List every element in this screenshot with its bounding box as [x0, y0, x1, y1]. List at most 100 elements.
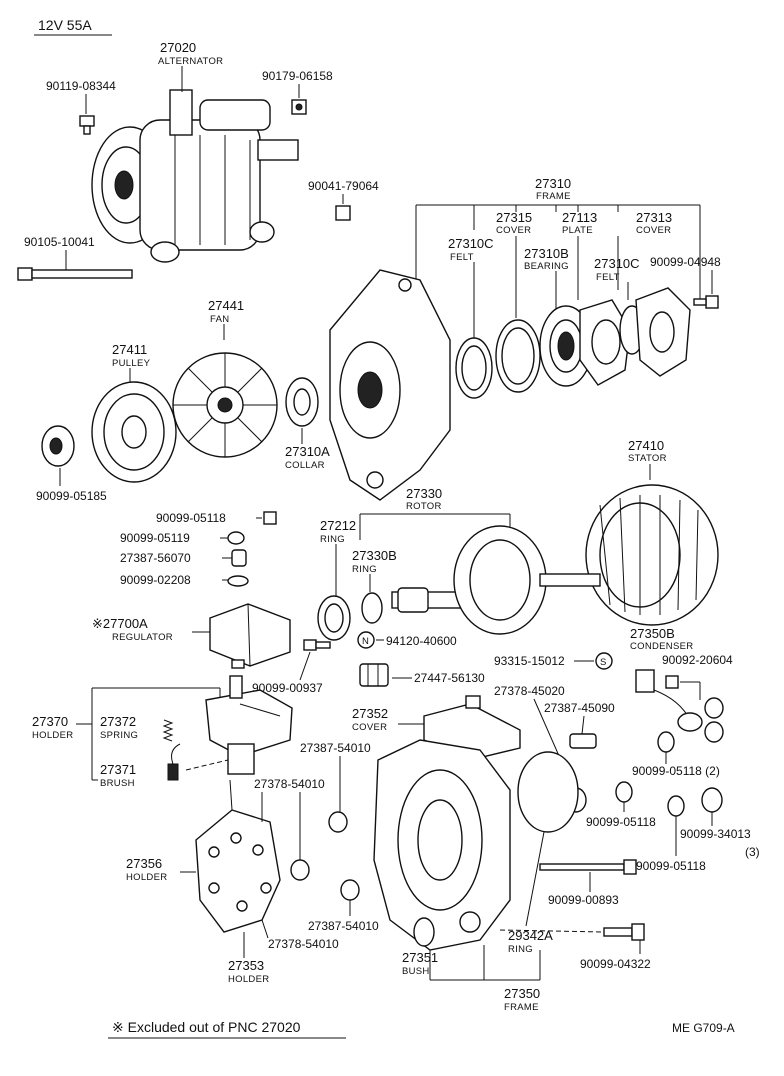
part-name-frame-27350: FRAME: [504, 1002, 539, 1013]
bush-27378-54010-a-icon: [290, 859, 310, 881]
part-number-27378-54010-b: 27378-54010: [268, 937, 339, 951]
insulator-27387-54010-b-icon: [340, 879, 360, 901]
part-number-27310a: 27310A: [285, 444, 330, 459]
part-number-90099-05118-c: 90099-05118: [586, 815, 656, 829]
part-number-27372: 27372: [100, 714, 136, 729]
part-name-ring-29342a: RING: [508, 944, 533, 955]
frame-27350-illustration: [373, 739, 511, 951]
part-number-90105-10041: 90105-10041: [24, 235, 95, 249]
badge-n-label: N: [362, 636, 369, 647]
insulator-27387-56070-icon: [231, 549, 247, 567]
part-name-regulator: REGULATOR: [112, 632, 173, 643]
part-number-90099-04948: 90099-04948: [650, 255, 721, 269]
holder-27370-illustration: [205, 675, 293, 775]
part-number-27370: 27370: [32, 714, 68, 729]
stator-27410-illustration: [585, 484, 719, 626]
screw-90099-00937-icon: [303, 639, 331, 651]
diagram-code: ME G709-A: [672, 1021, 735, 1035]
part-number-27351: 27351: [402, 950, 438, 965]
nut-90099-05118-a-icon: [263, 511, 277, 525]
bearing-27310b-icon: [539, 305, 593, 387]
part-number-27447-56130: 27447-56130: [414, 671, 485, 685]
part-number-27310c-felt-a: 27310C: [448, 236, 494, 251]
part-name-bush: BUSH: [402, 966, 430, 977]
part-name-holder-27370: HOLDER: [32, 730, 73, 741]
alternator-illustration: [91, 89, 299, 263]
part-number-27330: 27330: [406, 486, 442, 501]
part-number-27387-45090: 27387-45090: [544, 701, 615, 715]
regulator-27700a-illustration: [209, 603, 291, 669]
badge-s-icon: [595, 652, 613, 670]
part-name-condenser: CONDENSER: [630, 641, 693, 652]
brush-27371-icon: [167, 743, 181, 781]
badge-n-icon: [357, 631, 375, 649]
part-name-alternator: ALTERNATOR: [158, 56, 223, 67]
part-number-90099-05118-d: 90099-05118: [636, 859, 706, 873]
part-name-felt-a: FELT: [450, 252, 474, 263]
clip-27447-icon: [359, 663, 389, 687]
ring-29342a-icon: [517, 751, 579, 833]
part-number-27353: 27353: [228, 958, 264, 973]
part-number-27113: 27113: [562, 210, 597, 225]
ring-27212-icon: [317, 595, 351, 641]
part-number-90099-02208: 90099-02208: [120, 573, 191, 587]
part-name-cover-27313: COVER: [636, 225, 671, 236]
part-number-90041-79064: 90041-79064: [308, 179, 379, 193]
felt-ring-a-icon: [455, 337, 493, 399]
part-number-27411: 27411: [112, 342, 147, 357]
nut-90099-05118-c-icon: [615, 781, 633, 803]
part-number-93315-15012: 93315-15012: [494, 654, 565, 668]
part-name-bearing: BEARING: [524, 261, 569, 272]
part-number-90099-05118-a: 90099-05118: [156, 511, 226, 525]
part-number-90099-04322: 90099-04322: [580, 957, 651, 971]
part-name-felt-b: FELT: [596, 272, 620, 283]
part-number-27313: 27313: [636, 210, 672, 225]
footnote: ※ Excluded out of PNC 27020: [112, 1019, 301, 1035]
screw-90099-04948-icon: [693, 295, 719, 309]
cover-27315-icon: [495, 319, 541, 393]
part-number-27310: 27310: [535, 176, 571, 191]
nut-90099-05118-b-icon: [657, 731, 675, 753]
part-name-cover-27352: COVER: [352, 722, 387, 733]
part-name-rotor: ROTOR: [406, 501, 442, 512]
part-number-27441: 27441: [208, 298, 244, 313]
part-number-90099-00937: 90099-00937: [252, 681, 323, 695]
part-name-collar: COLLAR: [285, 460, 325, 471]
part-number-27020: 27020: [160, 40, 196, 55]
ring-27330b-icon: [361, 592, 383, 624]
nut-90041-icon: [335, 205, 351, 221]
part-number-27387-56070: 27387-56070: [120, 551, 191, 565]
part-number-27350b: 27350B: [630, 626, 675, 641]
bolt-90099-00893-icon: [539, 859, 637, 875]
part-number-90099-05118-b: 90099-05118 (2): [632, 764, 720, 778]
part-number-27410: 27410: [628, 438, 664, 453]
part-qty-90099-34013: (3): [745, 845, 760, 859]
part-number-27330b: 27330B: [352, 548, 397, 563]
part-number-90099-05185: 90099-05185: [36, 489, 107, 503]
part-number-27378-54010-a: 27378-54010: [254, 777, 325, 791]
insulator-27387-45090-icon: [569, 733, 597, 749]
part-number-90119-08344: 90119-08344: [46, 79, 116, 93]
fan-27441-illustration: [172, 352, 278, 458]
part-number-27352: 27352: [352, 706, 388, 721]
part-number-90092-20604: 90092-20604: [662, 653, 733, 667]
insulator-27387-54010-a-icon: [328, 811, 348, 833]
part-name-holder-27353: HOLDER: [228, 974, 269, 985]
part-number-27212: 27212: [320, 518, 356, 533]
part-number-94120-40600: 94120-40600: [386, 634, 457, 648]
nut-90092-icon: [665, 675, 679, 689]
part-number-90099-00893: 90099-00893: [548, 893, 619, 907]
part-number-29342a: 29342A: [508, 928, 553, 943]
pulley-27411-illustration: [91, 381, 177, 483]
part-name-brush: BRUSH: [100, 778, 135, 789]
part-number-27350: 27350: [504, 986, 540, 1001]
washer-90099-02208-icon: [227, 575, 249, 587]
insulator-pair-right-icon: [704, 697, 724, 743]
part-number-27378-45020: 27378-45020: [494, 684, 565, 698]
holder-27356-illustration: [195, 779, 281, 933]
bush-27351-icon: [413, 917, 435, 947]
part-number-90099-34013: 90099-34013: [680, 827, 751, 841]
part-number-27310b: 27310B: [524, 246, 569, 261]
nut-90179-icon: [291, 99, 307, 115]
nut-90099-34013-icon: [701, 787, 723, 813]
